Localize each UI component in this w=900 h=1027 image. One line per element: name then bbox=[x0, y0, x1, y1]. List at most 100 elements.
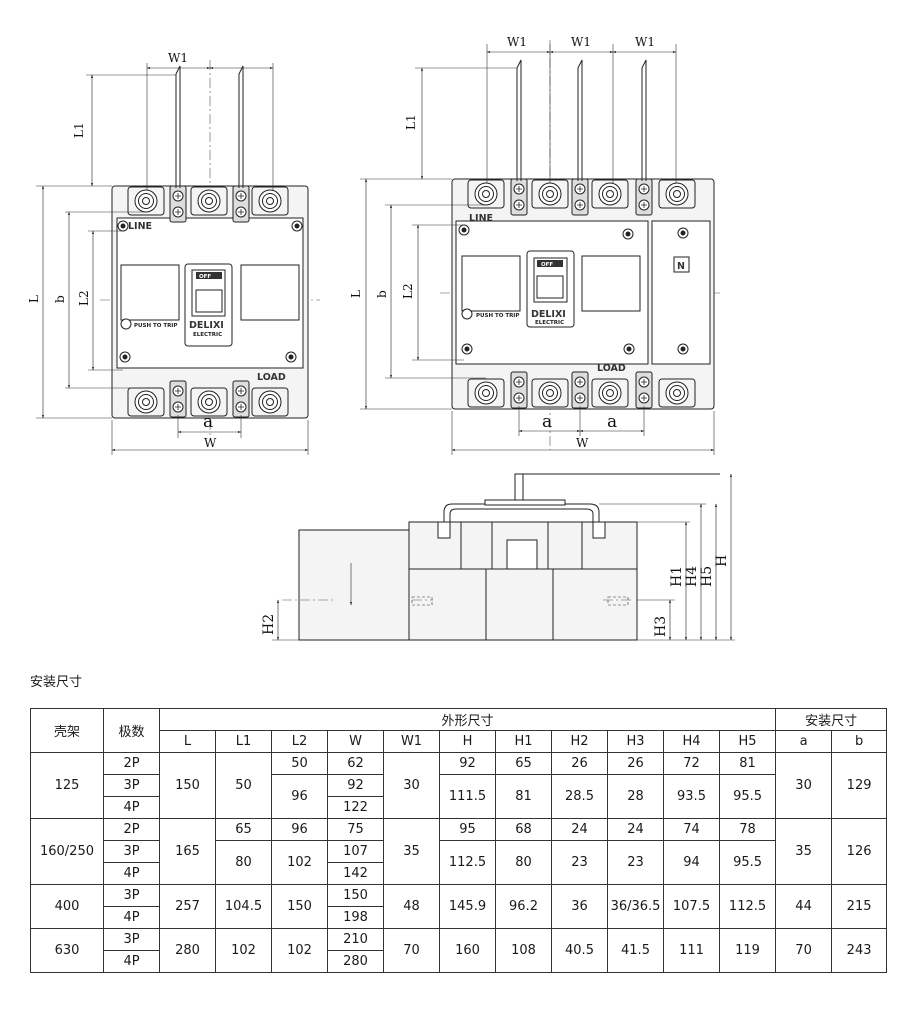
cell-h1: 68 bbox=[495, 818, 552, 841]
cell-poles: 3P bbox=[103, 884, 160, 907]
header-cell: a bbox=[775, 730, 833, 753]
push-to-trip-marking: PUSH TO TRIP bbox=[134, 323, 177, 329]
brand-marking: DELIXI bbox=[189, 320, 224, 331]
off-marking: OFF bbox=[541, 262, 553, 268]
cell-h4: 93.5 bbox=[663, 774, 720, 819]
cell-l2: 96 bbox=[271, 818, 328, 841]
table-row: 3P 96 92 111.5 81 28.5 28 93.5 95.5 bbox=[31, 774, 887, 819]
front-right-labels: W1 W1 W1 L1 L b L2 a a W LINE LOAD PUSH … bbox=[349, 35, 685, 450]
cell-h2: 26 bbox=[551, 752, 608, 775]
cell-l1: 80 bbox=[215, 840, 272, 885]
header-cell: H2 bbox=[551, 730, 608, 753]
side-labels: H2 H3 H1 H4 H5 H bbox=[261, 555, 730, 637]
cell-l: 165 bbox=[159, 818, 216, 885]
load-marking: LOAD bbox=[597, 363, 626, 374]
cell-w1: 70 bbox=[383, 928, 440, 973]
cell-w1: 48 bbox=[383, 884, 440, 929]
header-mounting-group: 安装尺寸 bbox=[775, 708, 888, 731]
dim-label-w: W bbox=[204, 436, 217, 450]
cell-frame: 125 bbox=[30, 752, 104, 819]
load-marking: LOAD bbox=[257, 372, 286, 383]
front-left-labels: W1 L1 L b L2 a W LINE LOAD PUSH TO TRIP … bbox=[27, 51, 286, 450]
cell-l2: 102 bbox=[271, 928, 328, 973]
dim-label-l: L bbox=[27, 295, 41, 303]
header-cell: H4 bbox=[663, 730, 720, 753]
cell-l1: 50 bbox=[215, 752, 272, 819]
dim-label-l2: L2 bbox=[77, 290, 91, 306]
cell-h3: 41.5 bbox=[607, 928, 664, 973]
cell-w: 198 bbox=[327, 906, 384, 929]
front-view-4p bbox=[360, 40, 720, 455]
cell-h: 112.5 bbox=[439, 840, 496, 885]
cell-l1: 102 bbox=[215, 928, 272, 973]
dim-label-l: L bbox=[349, 290, 363, 298]
cell-poles: 3P bbox=[103, 774, 160, 797]
header-poles: 极数 bbox=[103, 708, 160, 753]
cell-l1: 104.5 bbox=[215, 884, 272, 929]
cell-w: 122 bbox=[327, 796, 384, 819]
cell-poles: 4P bbox=[103, 906, 160, 929]
cell-poles: 2P bbox=[103, 752, 160, 775]
dim-label-b: b bbox=[375, 290, 389, 298]
cell-w: 107 bbox=[327, 840, 384, 863]
table-row: 125 2P 150 50 50 62 30 92 65 26 26 72 81… bbox=[30, 752, 888, 819]
cell-poles: 4P bbox=[103, 950, 160, 973]
dim-label-h: H bbox=[714, 555, 730, 567]
cell-h: 160 bbox=[439, 928, 496, 973]
cell-h1: 96.2 bbox=[495, 884, 552, 929]
header-cell: H3 bbox=[607, 730, 664, 753]
cell-h3: 24 bbox=[607, 818, 664, 841]
table-row: 160/250 2P 165 65 96 75 35 95 68 24 24 7… bbox=[30, 818, 888, 885]
cell-h2: 23 bbox=[551, 840, 608, 885]
cell-h5: 95.5 bbox=[718, 774, 777, 819]
brand-marking: DELIXI bbox=[531, 309, 566, 320]
dim-label-a: a bbox=[607, 412, 617, 432]
cell-w: 210 bbox=[327, 928, 384, 951]
cell-l2: 50 bbox=[271, 752, 328, 775]
cell-h1: 108 bbox=[495, 928, 552, 973]
cell-h5: 119 bbox=[718, 928, 777, 973]
dim-label-h3: H3 bbox=[653, 616, 669, 637]
header-cell: L bbox=[159, 730, 216, 753]
cell-h2: 24 bbox=[551, 818, 608, 841]
cell-h: 145.9 bbox=[439, 884, 496, 929]
cell-w: 75 bbox=[327, 818, 384, 841]
cell-h2: 36 bbox=[551, 884, 608, 929]
dim-label-l1: L1 bbox=[404, 114, 418, 130]
cell-h5: 81 bbox=[718, 752, 777, 775]
cell-h1: 65 bbox=[495, 752, 552, 775]
cell-h4: 94 bbox=[663, 840, 720, 885]
cell-poles: 3P bbox=[103, 840, 160, 863]
header-cell: b bbox=[831, 730, 888, 753]
cell-h: 95 bbox=[439, 818, 496, 841]
cell-h4: 111 bbox=[663, 928, 720, 973]
table-row: 3P 80 102 107 112.5 80 23 23 94 95.5 bbox=[31, 840, 887, 885]
cell-h4: 107.5 bbox=[663, 884, 720, 929]
cell-poles: 2P bbox=[103, 818, 160, 841]
cell-a: 70 bbox=[775, 928, 833, 973]
cell-h3: 36/36.5 bbox=[607, 884, 664, 929]
header-cell: L2 bbox=[271, 730, 328, 753]
cell-l1: 65 bbox=[215, 818, 272, 841]
cell-w1: 30 bbox=[383, 752, 440, 819]
brand-sub-marking: ELECTRIC bbox=[535, 320, 564, 326]
push-to-trip-marking: PUSH TO TRIP bbox=[476, 313, 519, 319]
off-marking: OFF bbox=[199, 274, 211, 280]
cell-h1: 81 bbox=[495, 774, 552, 819]
front-view-3p bbox=[36, 60, 320, 455]
cell-b: 243 bbox=[831, 928, 888, 973]
cell-w: 150 bbox=[327, 884, 384, 907]
cell-h5: 112.5 bbox=[718, 884, 777, 929]
dim-label-w1: W1 bbox=[571, 35, 591, 49]
cell-l2: 150 bbox=[271, 884, 328, 929]
cell-w: 280 bbox=[327, 950, 384, 973]
dim-label-h1: H1 bbox=[669, 566, 685, 587]
cell-frame: 400 bbox=[30, 884, 104, 929]
cell-l2: 102 bbox=[271, 840, 328, 885]
cell-h1: 80 bbox=[495, 840, 552, 885]
header-cell: H bbox=[439, 730, 496, 753]
cell-frame: 630 bbox=[30, 928, 104, 973]
cell-h: 92 bbox=[439, 752, 496, 775]
header-cell: H1 bbox=[495, 730, 552, 753]
line-marking: LINE bbox=[469, 213, 493, 224]
